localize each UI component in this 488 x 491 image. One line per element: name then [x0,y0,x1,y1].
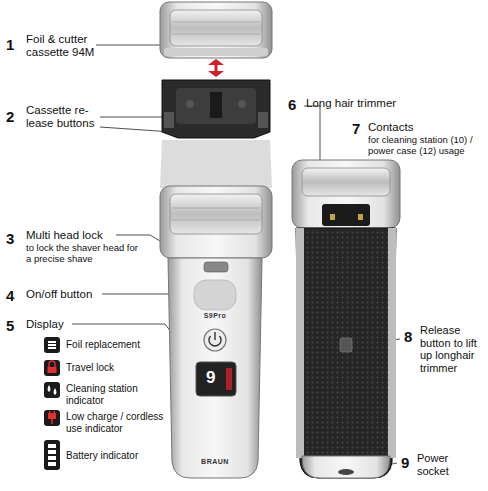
display-digit: 9 [200,368,222,388]
legend-text: Low charge / cordless use indicator [66,411,164,434]
part-name: Release button to lift up longhair trimm… [420,324,482,375]
callout-number: 6 [288,96,296,113]
part-name: On/off button [26,288,126,301]
part-note: for cleaning station (10) / power case (… [368,135,484,157]
zoom-wedge [160,140,272,188]
brand-mark: BRAUN [195,458,235,466]
legend-text: Foil replacement [66,339,164,351]
part-name: Long hair trimmer [306,97,446,110]
part-name: Multi head lock [26,229,156,242]
callout-number: 4 [6,287,14,304]
part-name: Display [26,318,96,331]
front-shaver [160,186,272,478]
model-mark: S9Pro [199,312,231,320]
part-note: to lock the shaver head for a precise sh… [26,243,144,265]
callout-number: 9 [401,454,409,471]
legend-text: Cleaning station indicator [66,383,164,406]
display-icons [44,337,60,470]
callout-number: 5 [6,317,14,334]
legend-text: Travel lock [66,362,164,374]
legend-text: Battery indicator [66,450,164,462]
part-name: Cassette re- lease buttons [26,104,104,130]
callout-number: 3 [6,230,14,247]
callout-number: 7 [352,120,360,137]
callout-number: 2 [6,108,14,125]
foil-cassette [160,2,272,58]
part-name: Contacts [368,121,478,134]
callout-number: 8 [404,328,412,345]
red-arrow [208,59,224,77]
part-name: Power socket [417,452,469,477]
cassette-frame [162,80,270,138]
callout-number: 1 [6,36,14,53]
back-shaver [292,160,400,478]
part-name: Foil & cutter cassette 94M [26,33,106,59]
